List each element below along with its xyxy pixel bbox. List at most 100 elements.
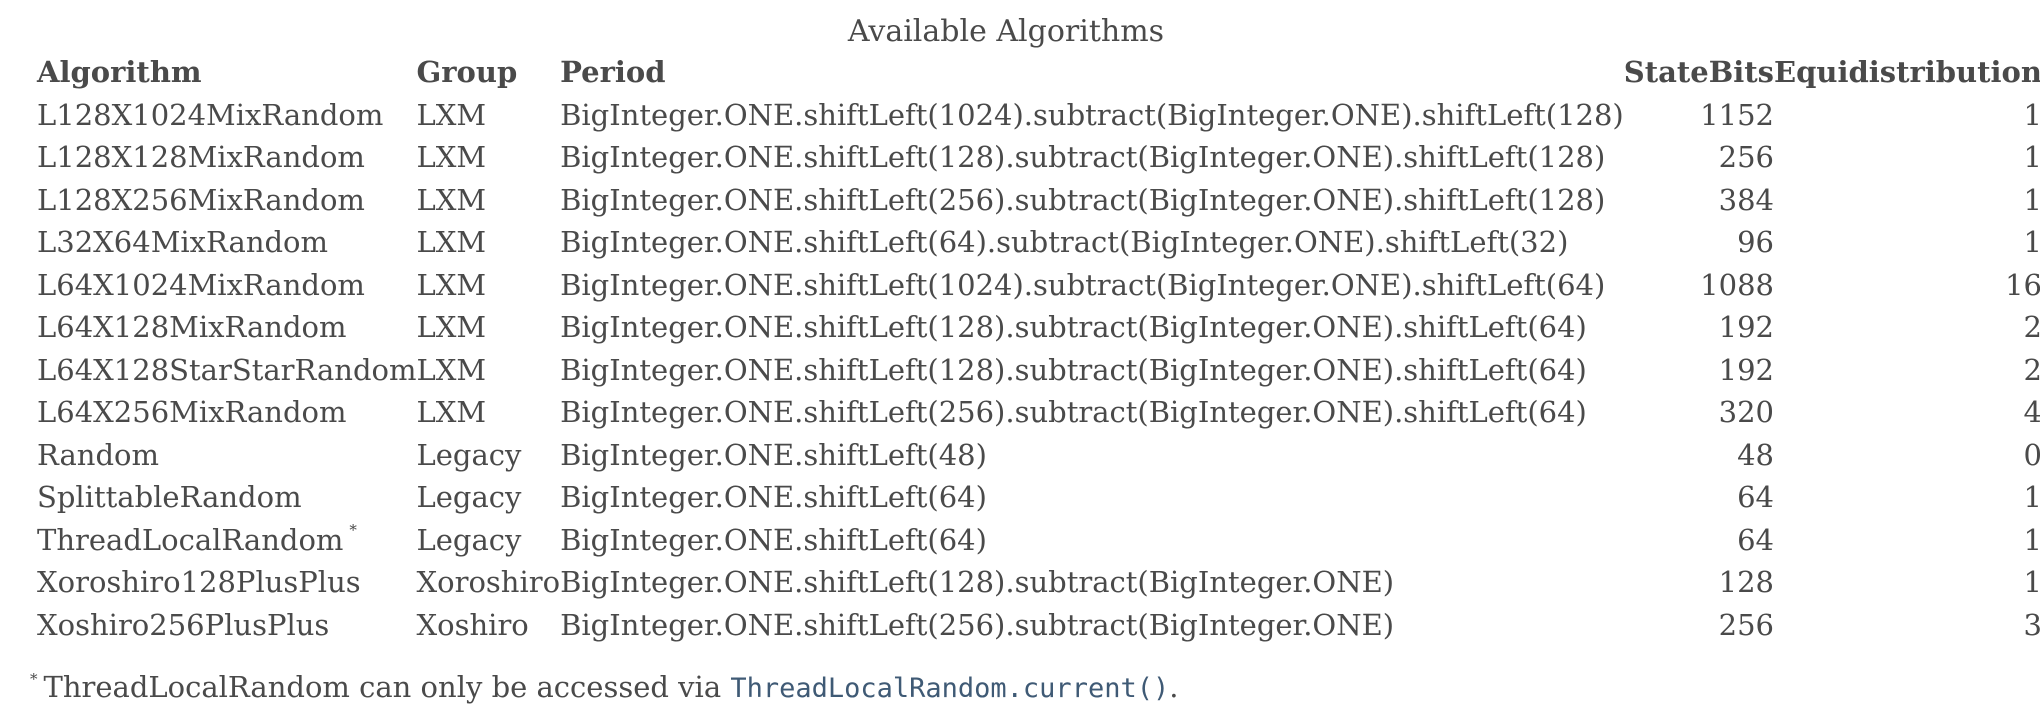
cell-group-text: Legacy — [416, 437, 522, 472]
cell-equidistribution-text: 1 — [2023, 97, 2040, 132]
cell-period-text: BigInteger.ONE.shiftLeft(128).subtract(B… — [560, 352, 1587, 387]
cell-period: BigInteger.ONE.shiftLeft(128).subtract(B… — [560, 306, 1624, 349]
cell-equidistribution: 3 — [1774, 604, 2040, 647]
cell-equidistribution-text: 2 — [2023, 352, 2040, 387]
cell-group: LXM — [417, 221, 561, 264]
cell-group: LXM — [417, 349, 561, 392]
header-equidistribution: Equidistribution — [1773, 55, 2040, 90]
cell-statebits: 64 — [1624, 519, 1774, 562]
cell-algorithm-text: L64X256MixRandom — [37, 395, 347, 430]
cell-period: BigInteger.ONE.shiftLeft(256).subtract(B… — [560, 604, 1624, 647]
cell-equidistribution: 2 — [1774, 306, 2040, 349]
cell-equidistribution: 1 — [1774, 179, 2040, 222]
cell-equidistribution: 1 — [1774, 519, 2040, 562]
cell-period-text: BigInteger.ONE.shiftLeft(128).subtract(B… — [560, 310, 1587, 345]
table-caption: Available Algorithms — [847, 14, 1165, 49]
cell-algorithm: L64X128StarStarRandom — [37, 349, 417, 392]
footnote-code: ThreadLocalRandom.current() — [730, 673, 1170, 704]
cell-algorithm: SplittableRandom — [37, 476, 417, 519]
cell-algorithm-text: ThreadLocalRandom — [37, 522, 344, 557]
cell-equidistribution-text: 1 — [2023, 182, 2040, 217]
cell-algorithm-text: Random — [37, 437, 159, 472]
cell-statebits: 256 — [1624, 136, 1774, 179]
cell-group-text: Legacy — [416, 522, 522, 557]
cell-statebits: 1152 — [1624, 94, 1774, 137]
cell-algorithm-text: Xoshiro256PlusPlus — [37, 607, 330, 642]
header-period: Period — [560, 55, 666, 90]
footnote-text: ThreadLocalRandom can only be accessed v… — [43, 670, 731, 704]
cell-statebits-text: 320 — [1718, 395, 1774, 430]
cell-equidistribution: 1 — [1774, 136, 2040, 179]
footnote: *ThreadLocalRandom can only be accessed … — [30, 670, 2013, 704]
cell-equidistribution-text: 1 — [2023, 140, 2040, 175]
table-row: Random Legacy BigInteger.ONE.shiftLeft(48)… — [37, 434, 2040, 477]
cell-equidistribution: 4 — [1774, 391, 2040, 434]
cell-period-text: BigInteger.ONE.shiftLeft(128).subtract(B… — [560, 140, 1606, 175]
cell-period: BigInteger.ONE.shiftLeft(64).subtract(Bi… — [560, 221, 1624, 264]
cell-period-text: BigInteger.ONE.shiftLeft(64) — [560, 522, 987, 557]
cell-equidistribution-text: 1 — [2023, 565, 2040, 600]
cell-group: Xoroshiro — [417, 561, 561, 604]
header-algorithm: Algorithm — [37, 55, 202, 90]
cell-period: BigInteger.ONE.shiftLeft(256).subtract(B… — [560, 391, 1624, 434]
cell-equidistribution-text: 0 — [2023, 437, 2040, 472]
cell-statebits: 192 — [1624, 306, 1774, 349]
cell-algorithm: Random — [37, 434, 417, 477]
cell-statebits-text: 256 — [1718, 140, 1774, 175]
cell-statebits: 128 — [1624, 561, 1774, 604]
cell-group: LXM — [417, 94, 561, 137]
cell-algorithm-text: L128X256MixRandom — [37, 182, 365, 217]
table-row: SplittableRandom Legacy BigInteger.ONE.shi… — [37, 476, 2040, 519]
algorithms-table: Algorithm Group Period StateBits Equidis… — [37, 51, 2040, 646]
cell-equidistribution-text: 3 — [2023, 607, 2040, 642]
cell-statebits: 256 — [1624, 604, 1774, 647]
cell-period: BigInteger.ONE.shiftLeft(64) — [560, 476, 1624, 519]
cell-equidistribution-text: 2 — [2023, 310, 2040, 345]
cell-group: LXM — [417, 391, 561, 434]
cell-group-text: LXM — [416, 395, 487, 430]
cell-group-text: Legacy — [416, 480, 522, 515]
cell-period-text: BigInteger.ONE.shiftLeft(256).subtract(B… — [560, 182, 1606, 217]
cell-equidistribution: 1 — [1774, 476, 2040, 519]
cell-period-text: BigInteger.ONE.shiftLeft(128).subtract(B… — [560, 565, 1395, 600]
cell-equidistribution: 1 — [1774, 221, 2040, 264]
cell-statebits-text: 1088 — [1700, 267, 1774, 302]
cell-algorithm: L128X128MixRandom — [37, 136, 417, 179]
cell-statebits: 48 — [1624, 434, 1774, 477]
table-row: ThreadLocalRandom * Legacy BigInteger.ONE.s… — [37, 519, 2040, 562]
cell-period: BigInteger.ONE.shiftLeft(128).subtract(B… — [560, 561, 1624, 604]
cell-period: BigInteger.ONE.shiftLeft(1024).subtract(… — [560, 94, 1624, 137]
cell-statebits: 192 — [1624, 349, 1774, 392]
cell-period: BigInteger.ONE.shiftLeft(128).subtract(B… — [560, 136, 1624, 179]
cell-algorithm-text: L64X1024MixRandom — [37, 267, 365, 302]
footnote-reference: * — [349, 520, 357, 539]
cell-period-text: BigInteger.ONE.shiftLeft(64) — [560, 480, 987, 515]
cell-statebits-text: 128 — [1718, 565, 1774, 600]
cell-statebits-text: 192 — [1718, 310, 1774, 345]
table-header-row: Algorithm Group Period StateBits Equidis… — [37, 51, 2040, 94]
cell-algorithm: Xoshiro256PlusPlus — [37, 604, 417, 647]
table-row: L64X256MixRandom LXM BigInteger.ONE.shiftL… — [37, 391, 2040, 434]
cell-statebits: 64 — [1624, 476, 1774, 519]
cell-group: Legacy — [417, 434, 561, 477]
cell-equidistribution: 16 — [1774, 264, 2040, 307]
footnote-text-end: . — [1169, 670, 1179, 704]
header-statebits: StateBits — [1623, 55, 1774, 90]
cell-period: BigInteger.ONE.shiftLeft(64) — [560, 519, 1624, 562]
cell-group-text: Xoroshiro — [416, 565, 561, 600]
cell-period-text: BigInteger.ONE.shiftLeft(48) — [560, 437, 987, 472]
cell-statebits-text: 384 — [1718, 182, 1774, 217]
cell-algorithm: L64X256MixRandom — [37, 391, 417, 434]
cell-period-text: BigInteger.ONE.shiftLeft(1024).subtract(… — [560, 267, 1606, 302]
cell-algorithm-text: SplittableRandom — [37, 480, 302, 515]
cell-algorithm: L128X1024MixRandom — [37, 94, 417, 137]
cell-period-text: BigInteger.ONE.shiftLeft(64).subtract(Bi… — [560, 225, 1569, 260]
document-page: Available Algorithms Algorithm Group Per… — [28, 0, 2040, 704]
